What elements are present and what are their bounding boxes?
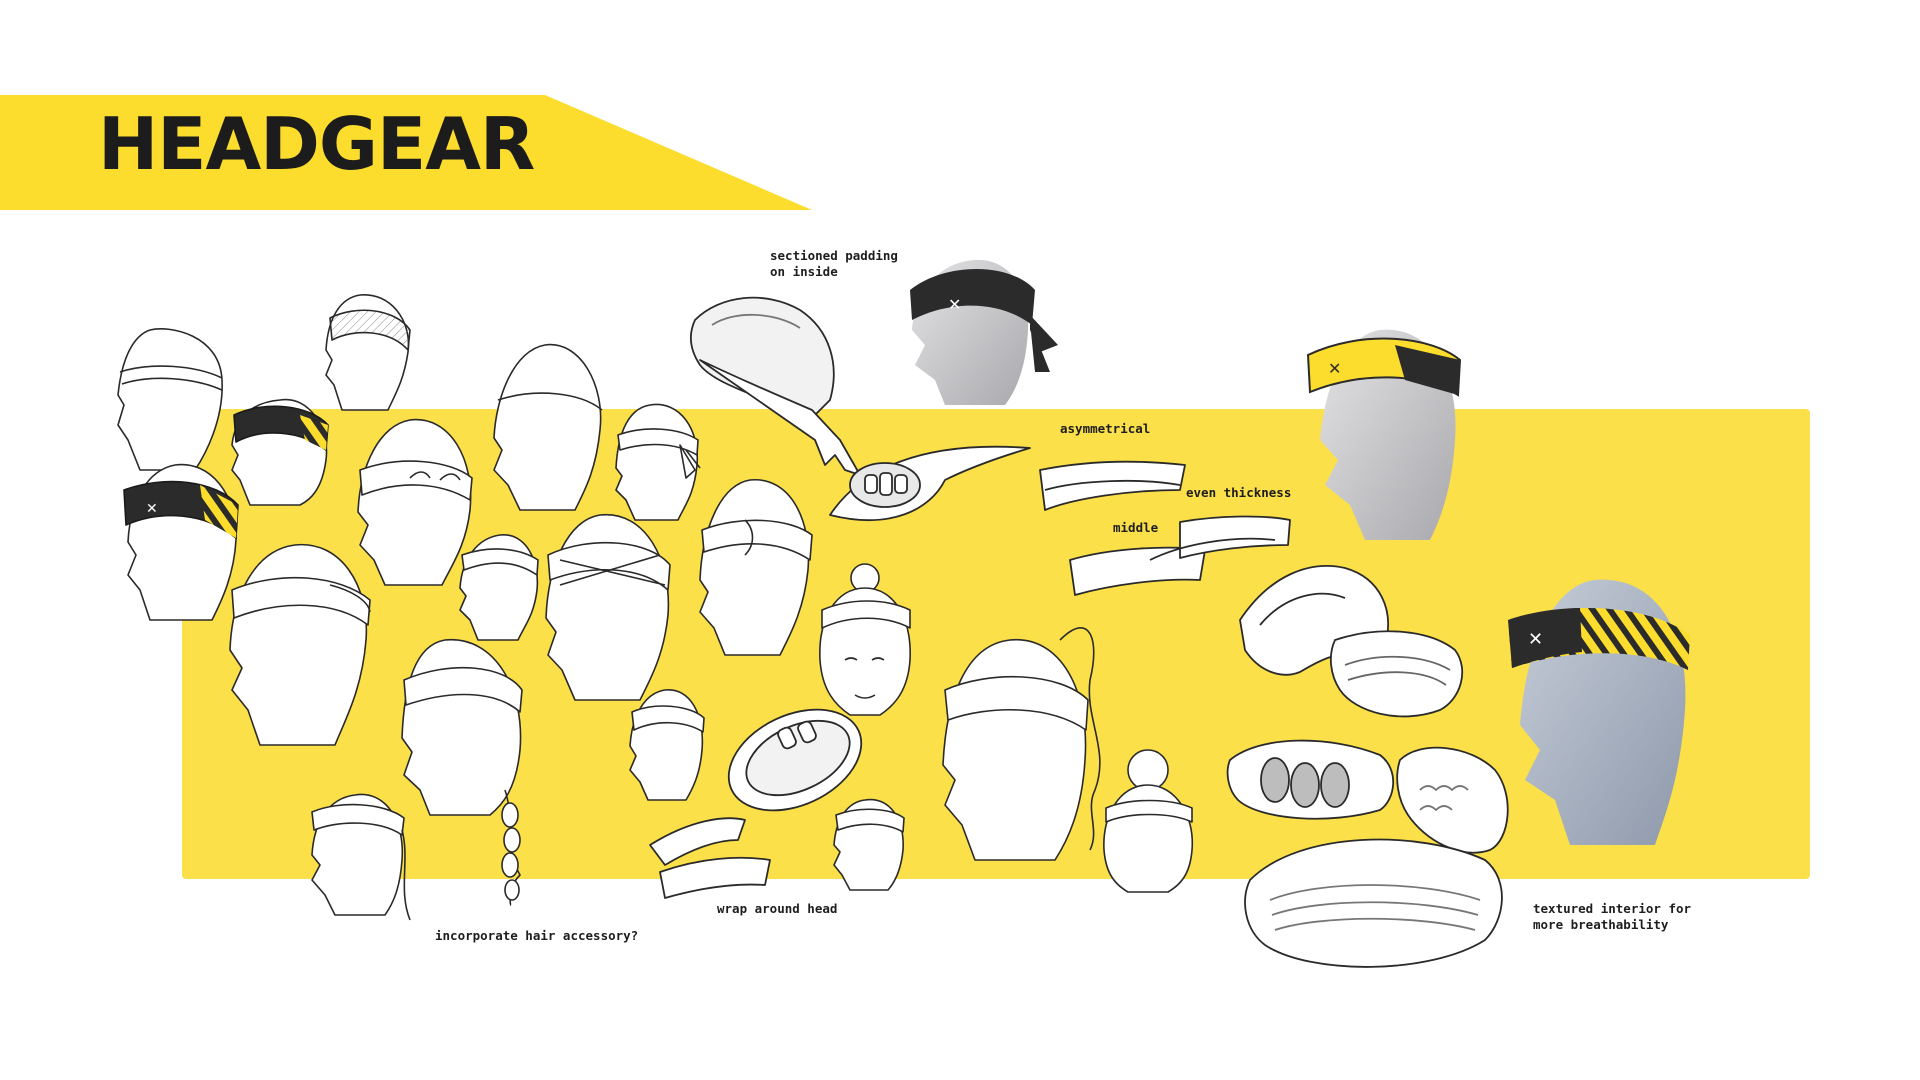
render-head-blue: ✕: [1508, 579, 1690, 845]
note-sectioned-padding: sectioned padding on inside: [770, 248, 898, 279]
note-wrap-around: wrap around head: [717, 901, 838, 916]
sketch-head: [833, 798, 905, 891]
svg-text:✕: ✕: [1328, 359, 1341, 378]
note-asymmetrical: asymmetrical: [1060, 421, 1151, 436]
sketch-sectioned-pad: [829, 445, 1031, 521]
sketch-head: [117, 328, 223, 471]
render-head-bandana: ✕: [910, 259, 1058, 405]
sketch-head: [615, 403, 701, 521]
page-title: HEADGEAR: [98, 102, 535, 186]
sketch-vent-band: [1226, 739, 1395, 820]
sketch-wrap-band: [649, 817, 771, 899]
sketch-head: [545, 513, 671, 701]
note-textured-interior: textured interior for more breathability: [1533, 901, 1692, 932]
sketch-head: [819, 563, 911, 716]
note-even-thickness: even thickness: [1186, 485, 1292, 500]
svg-text:✕: ✕: [146, 501, 158, 517]
sketch-head: [942, 627, 1101, 861]
sketch-head: [357, 418, 473, 586]
sketch-head: [1103, 749, 1194, 893]
sketch-head: [699, 479, 813, 656]
sketch-head: [231, 398, 329, 506]
title-banner: [0, 95, 812, 210]
sketch-head: [459, 534, 539, 641]
render-head-yellow-band: ✕: [1306, 329, 1462, 540]
svg-text:✕: ✕: [1528, 629, 1543, 650]
sketch-oval-band: [727, 708, 863, 812]
sketch-twist-band: [1329, 630, 1464, 718]
sketch-large-band: [1244, 838, 1503, 968]
sketch-head: [311, 793, 411, 921]
sketch-bandana-padding: [689, 296, 861, 476]
sketch-head: [229, 543, 371, 746]
sketch-head: ✕: [123, 463, 239, 621]
sketch-head: [629, 689, 705, 801]
svg-text:✕: ✕: [948, 295, 961, 314]
note-middle: middle: [1113, 520, 1159, 535]
sketch-textured-band: [1396, 746, 1509, 854]
sketch-head: [325, 294, 411, 411]
sketch-band-even: [1069, 515, 1291, 596]
sketch-head: [493, 343, 603, 511]
note-hair-accessory: incorporate hair accessory?: [435, 928, 639, 943]
sketch-head: [401, 639, 523, 906]
sketch-band-asymmetrical: [1039, 460, 1186, 511]
